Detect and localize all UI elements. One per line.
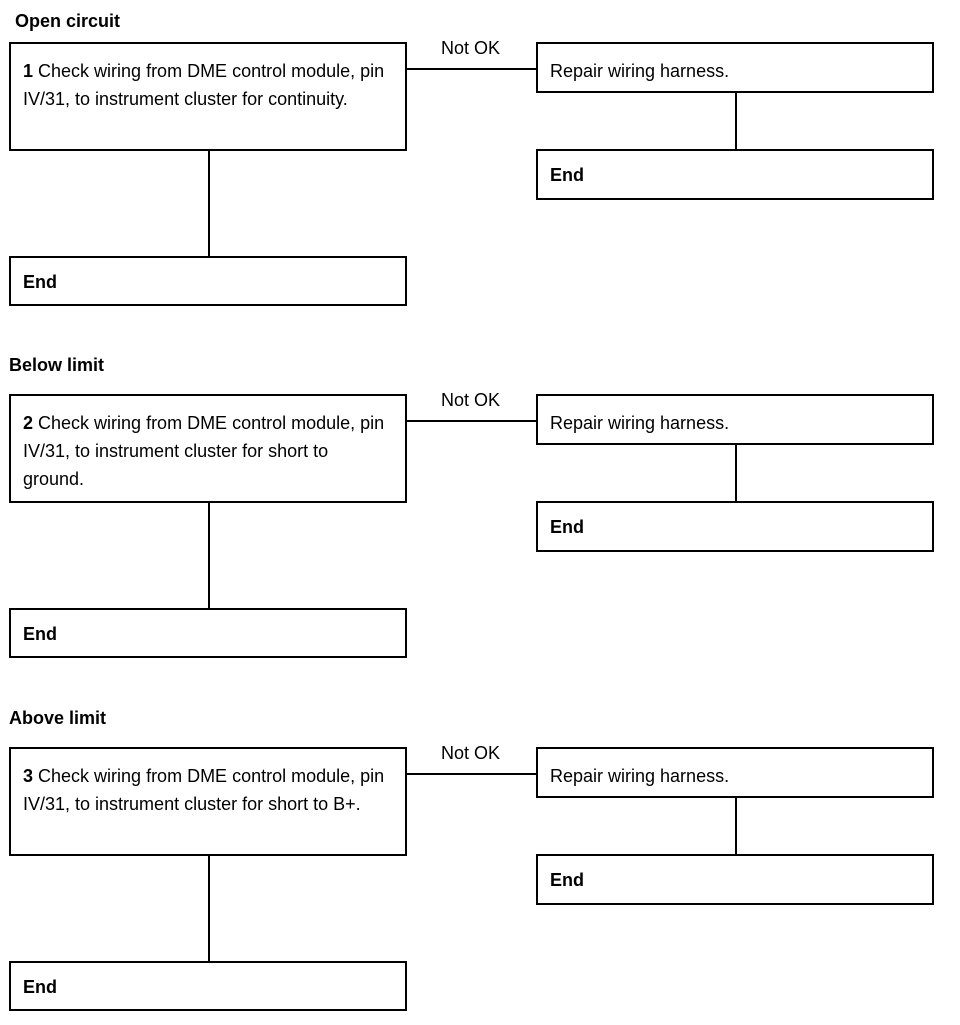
end-box-left: End: [9, 961, 407, 1011]
repair-text: Repair wiring harness.: [550, 61, 730, 81]
repair-box: Repair wiring harness.: [536, 394, 934, 445]
end-label: End: [550, 517, 584, 537]
not-ok-connector: [406, 420, 537, 422]
ok-connector: [208, 150, 210, 257]
step-number: 3: [23, 766, 34, 786]
ok-connector: [208, 502, 210, 609]
check-text: Check wiring from DME control module, pi…: [23, 766, 385, 814]
repair-to-end-connector: [735, 797, 737, 855]
end-box-left: End: [9, 608, 407, 658]
section-title: Below limit: [9, 355, 105, 375]
end-label: End: [23, 977, 57, 997]
section-below-limit: Below limit 2 Check wiring from DME cont…: [0, 352, 960, 672]
repair-box: Repair wiring harness.: [536, 42, 934, 93]
end-box-right: End: [536, 854, 934, 905]
section-title: Above limit: [9, 708, 107, 728]
repair-box: Repair wiring harness.: [536, 747, 934, 798]
section-open-circuit: Open circuit 1 Check wiring from DME con…: [0, 0, 960, 320]
section-above-limit: Above limit 3 Check wiring from DME cont…: [0, 705, 960, 1025]
step-number: 1: [23, 61, 34, 81]
end-label: End: [23, 624, 57, 644]
end-label: End: [550, 165, 584, 185]
not-ok-label: Not OK: [441, 743, 501, 763]
check-text: Check wiring from DME control module, pi…: [23, 413, 385, 489]
not-ok-connector: [406, 68, 537, 70]
end-box-left: End: [9, 256, 407, 306]
end-label: End: [550, 870, 584, 890]
check-step-box: 3 Check wiring from DME control module, …: [9, 747, 407, 856]
end-box-right: End: [536, 501, 934, 552]
not-ok-connector: [406, 773, 537, 775]
repair-to-end-connector: [735, 444, 737, 502]
ok-connector: [208, 855, 210, 962]
not-ok-label: Not OK: [441, 390, 501, 410]
end-label: End: [23, 272, 57, 292]
repair-text: Repair wiring harness.: [550, 413, 730, 433]
check-step-box: 2 Check wiring from DME control module, …: [9, 394, 407, 503]
repair-to-end-connector: [735, 92, 737, 150]
repair-text: Repair wiring harness.: [550, 766, 730, 786]
check-text: Check wiring from DME control module, pi…: [23, 61, 385, 109]
section-title: Open circuit: [15, 11, 121, 31]
step-number: 2: [23, 413, 34, 433]
check-step-box: 1 Check wiring from DME control module, …: [9, 42, 407, 151]
not-ok-label: Not OK: [441, 38, 501, 58]
end-box-right: End: [536, 149, 934, 200]
